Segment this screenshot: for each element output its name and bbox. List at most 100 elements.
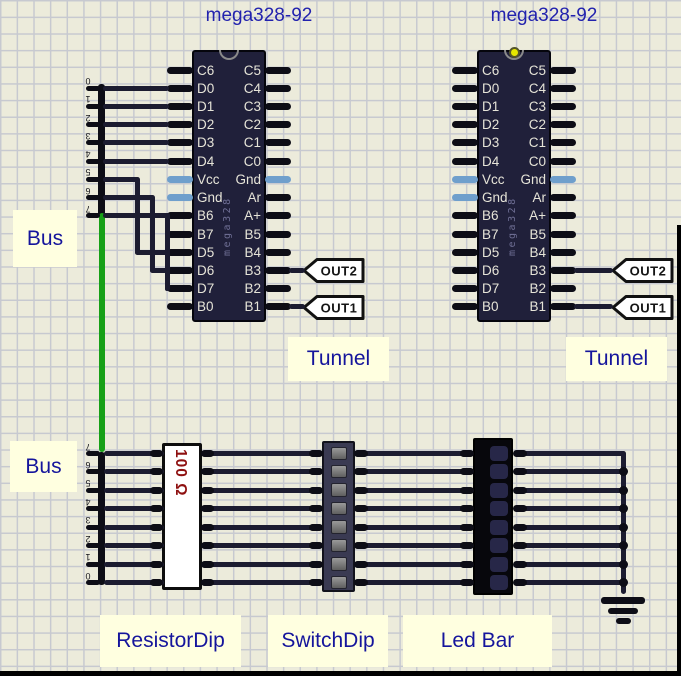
resistor-pin[interactable] (150, 450, 163, 457)
pin-b5[interactable] (550, 230, 576, 238)
switch-pin[interactable] (354, 542, 368, 550)
resistor-pin[interactable] (201, 486, 214, 494)
pin-c6[interactable] (452, 66, 478, 74)
switch-pin[interactable] (354, 560, 368, 568)
pin-b6[interactable] (452, 212, 478, 220)
bus-tap-nub[interactable] (86, 580, 100, 585)
pin-b6[interactable] (167, 212, 193, 220)
bus-tap-nub[interactable] (86, 158, 100, 164)
pin-c3[interactable] (265, 102, 291, 110)
led-pin[interactable] (513, 523, 527, 531)
pin-d4[interactable] (452, 157, 478, 165)
switch-pin[interactable] (309, 579, 323, 586)
bus-tap-nub[interactable] (86, 506, 100, 512)
pin-b0[interactable] (167, 303, 193, 311)
pin-c4[interactable] (550, 84, 576, 92)
resistor-pin[interactable] (150, 468, 163, 476)
pin-d1[interactable] (452, 102, 478, 110)
pin-c2[interactable] (265, 121, 291, 129)
switch-pin[interactable] (354, 486, 368, 494)
pin-vcc[interactable] (167, 175, 193, 183)
pin-b7[interactable] (167, 230, 193, 238)
pin-b2[interactable] (550, 285, 576, 293)
pin-d2[interactable] (452, 121, 478, 129)
led-pin[interactable] (513, 468, 527, 476)
ground-symbol[interactable] (601, 597, 645, 604)
pin-b5[interactable] (265, 230, 291, 238)
pin-gnd[interactable] (452, 194, 478, 202)
resistor-pin[interactable] (150, 523, 163, 531)
resistordip-label[interactable]: ResistorDip (100, 615, 241, 667)
switch-pin[interactable] (309, 505, 323, 513)
bus-tap-nub[interactable] (86, 140, 100, 146)
dip-switch-toggle[interactable] (330, 464, 347, 479)
resistor-pin[interactable] (201, 560, 214, 568)
pin-d6[interactable] (452, 267, 478, 275)
led-pin[interactable] (460, 450, 474, 457)
dip-switch-toggle[interactable] (330, 557, 347, 571)
bus-tap-nub[interactable] (86, 487, 100, 493)
pin-c3[interactable] (550, 102, 576, 110)
pin-b0[interactable] (452, 303, 478, 311)
resistor-pin[interactable] (201, 523, 214, 531)
mcu-chip-body[interactable] (192, 50, 266, 322)
bus-tap-nub[interactable] (86, 469, 100, 475)
resistor-pin[interactable] (201, 579, 214, 586)
switchdip-label[interactable]: SwitchDip (268, 615, 388, 667)
bus-tap-nub[interactable] (86, 213, 100, 219)
led-pin[interactable] (513, 450, 527, 457)
pin-d5[interactable] (167, 248, 193, 256)
pin-b4[interactable] (265, 248, 291, 256)
switch-pin[interactable] (354, 523, 368, 531)
bus-line-top[interactable] (98, 84, 105, 216)
tunnel-left-label[interactable]: Tunnel (288, 337, 389, 381)
resistor-pin[interactable] (201, 468, 214, 476)
pin-b1[interactable] (550, 303, 576, 311)
tunnel-right-label[interactable]: Tunnel (566, 337, 667, 381)
switch-pin[interactable] (309, 560, 323, 568)
tunnel-flag-out2-right[interactable]: OUT2 (611, 257, 675, 284)
pin-ar[interactable] (265, 194, 291, 202)
pin-d4[interactable] (167, 157, 193, 165)
pin-c1[interactable] (550, 139, 576, 147)
led-pin[interactable] (460, 523, 474, 531)
bus-top-label[interactable]: Bus (13, 210, 77, 267)
led-pin[interactable] (513, 505, 527, 513)
pin-c2[interactable] (550, 121, 576, 129)
led-pin[interactable] (513, 542, 527, 550)
led-pin[interactable] (513, 560, 527, 568)
resistor-pin[interactable] (150, 486, 163, 494)
pin-b3[interactable] (265, 267, 291, 275)
pin-d7[interactable] (452, 285, 478, 293)
ledbar-label[interactable]: Led Bar (403, 615, 552, 667)
resistor-pin[interactable] (150, 560, 163, 568)
pin-d3[interactable] (452, 139, 478, 147)
switch-pin[interactable] (309, 486, 323, 494)
switch-pin[interactable] (354, 468, 368, 476)
bus-tap-nub[interactable] (86, 122, 100, 128)
pin-d1[interactable] (167, 102, 193, 110)
pin-d5[interactable] (452, 248, 478, 256)
dip-switch-toggle[interactable] (330, 520, 347, 534)
resistor-pin[interactable] (201, 542, 214, 550)
switch-pin[interactable] (354, 579, 368, 586)
bus-tap-nub[interactable] (86, 85, 100, 91)
pin-c1[interactable] (265, 139, 291, 147)
bus-tap-nub[interactable] (86, 176, 100, 182)
pin-c5[interactable] (265, 66, 291, 74)
pin-d3[interactable] (167, 139, 193, 147)
led-pin[interactable] (460, 505, 474, 513)
pin-d7[interactable] (167, 285, 193, 293)
tunnel-flag-out1-right[interactable]: OUT1 (611, 294, 675, 321)
tunnel-flag-out1-left[interactable]: OUT1 (302, 294, 366, 321)
pin-gnd[interactable] (550, 175, 576, 183)
tunnel-flag-out2-left[interactable]: OUT2 (302, 257, 366, 284)
pin-c6[interactable] (167, 66, 193, 74)
pin-a+[interactable] (265, 212, 291, 220)
dip-switch-toggle[interactable] (330, 446, 347, 460)
switch-pin[interactable] (309, 468, 323, 476)
pin-b1[interactable] (265, 303, 291, 311)
pin-d0[interactable] (167, 84, 193, 92)
led-pin[interactable] (460, 542, 474, 550)
pin-c0[interactable] (265, 157, 291, 165)
